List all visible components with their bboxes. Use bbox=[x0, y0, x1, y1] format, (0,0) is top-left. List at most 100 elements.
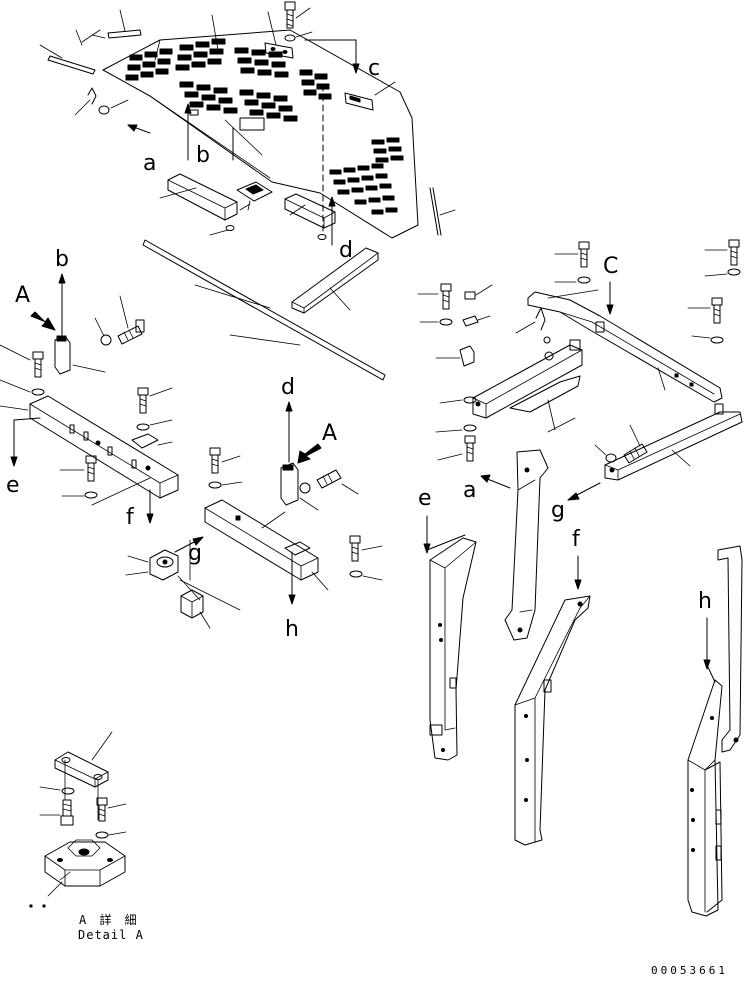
bolt-left-3 bbox=[59, 455, 97, 482]
bolt-b bbox=[117, 295, 145, 345]
view-label-b-top: b bbox=[196, 143, 210, 168]
grille-block-1 bbox=[125, 48, 173, 81]
washer-right-7 bbox=[605, 453, 617, 463]
center-pillar bbox=[504, 449, 549, 641]
bolt-right-5 bbox=[462, 284, 493, 327]
front-pillar-left bbox=[429, 537, 477, 761]
view-label-f-right: f bbox=[572, 527, 581, 552]
grille-block-4 bbox=[179, 81, 238, 114]
bolt-right-2 bbox=[704, 239, 740, 266]
washer-d bbox=[299, 482, 311, 494]
bolt-right-1 bbox=[554, 241, 590, 268]
rear-upright bbox=[717, 545, 743, 753]
view-label-b-left: b bbox=[55, 247, 69, 272]
bracket-d bbox=[280, 462, 299, 506]
view-label-g-left: g bbox=[188, 541, 202, 566]
small-bracket-1 bbox=[131, 433, 159, 449]
view-arrow-A-left bbox=[30, 311, 56, 331]
washer-left-2 bbox=[136, 423, 150, 431]
view-label-d-top: d bbox=[339, 238, 353, 263]
view-label-h-left: h bbox=[285, 617, 299, 642]
bolt-right-6 bbox=[437, 435, 476, 462]
detail-washer-1 bbox=[61, 787, 75, 795]
rear-frame-assembly: C bbox=[417, 239, 743, 917]
washer-b bbox=[100, 334, 112, 346]
bolt-right-7 bbox=[623, 424, 648, 464]
relay-box bbox=[180, 589, 204, 619]
middle-rear-rail bbox=[472, 344, 583, 419]
rear-cross-beam bbox=[204, 499, 319, 581]
washer-small-2 bbox=[317, 234, 327, 240]
front-cross-beam bbox=[29, 395, 179, 499]
clip-right bbox=[535, 307, 546, 331]
mount-plate bbox=[149, 549, 179, 581]
view-label-e-left: e bbox=[6, 473, 20, 498]
view-arrow-A-mid bbox=[297, 443, 322, 464]
view-label-c-top: c bbox=[368, 56, 380, 81]
lower-rear-rail bbox=[604, 411, 743, 481]
view-label-a-top: a bbox=[143, 151, 156, 176]
bolt-d bbox=[316, 469, 359, 495]
rear-pillar-2 bbox=[704, 761, 723, 913]
washer-left-1 bbox=[31, 388, 45, 396]
plate-latch bbox=[344, 92, 374, 111]
view-label-f-left: f bbox=[126, 505, 135, 530]
detail-bolt-1 bbox=[39, 799, 74, 826]
view-label-A-mid: A bbox=[322, 421, 337, 446]
floor-cover-assembly: a b c d bbox=[39, 1, 456, 381]
spacer-block-1 bbox=[167, 173, 238, 221]
grille-block-7 bbox=[371, 137, 404, 163]
bracket-right bbox=[459, 345, 475, 367]
bolt-left-2 bbox=[137, 387, 173, 414]
bolt-right-4 bbox=[417, 283, 452, 310]
front-pillar-right bbox=[514, 595, 591, 846]
front-frame-assembly: b A bbox=[0, 247, 383, 642]
washer-right-3 bbox=[710, 336, 724, 344]
view-label-h-right: h bbox=[698, 589, 712, 614]
view-label-g-right: g bbox=[551, 498, 565, 523]
detail-mount-base bbox=[44, 841, 126, 887]
washer-right-1 bbox=[577, 276, 591, 284]
floor-cover-plate bbox=[102, 29, 419, 239]
trim-bar bbox=[291, 247, 379, 314]
detail-a-caption-jp: A 詳 細 bbox=[79, 913, 140, 927]
washer-top bbox=[98, 105, 110, 115]
washer-right-2 bbox=[727, 268, 741, 276]
view-label-a-right: a bbox=[463, 478, 476, 503]
seal-strip-2 bbox=[107, 29, 142, 39]
view-label-d-mid: d bbox=[281, 375, 295, 400]
view-label-A-left: A bbox=[15, 283, 30, 308]
grille-block-3 bbox=[234, 47, 289, 78]
rear-pillar bbox=[687, 679, 723, 917]
cover-lid bbox=[236, 181, 273, 202]
view-label-C-right: C bbox=[603, 254, 618, 279]
drawing-number: 00053661 bbox=[651, 964, 728, 977]
washer-left-3 bbox=[84, 491, 98, 499]
detail-washer-2 bbox=[95, 831, 109, 839]
washer-left-4 bbox=[208, 481, 222, 489]
spacer-block-2 bbox=[284, 193, 336, 229]
grille-block-2 bbox=[175, 38, 226, 71]
washer-small-1 bbox=[225, 225, 235, 231]
detail-bolt-2 bbox=[96, 797, 127, 822]
top-rear-rail bbox=[527, 291, 723, 403]
detail-a-caption-en: Detail A bbox=[78, 928, 144, 942]
detail-bracket-plate bbox=[54, 751, 109, 788]
bolt-left-5 bbox=[349, 535, 383, 562]
seal-strip-long bbox=[142, 239, 386, 381]
bracket-b bbox=[54, 335, 71, 375]
bolt-right-3 bbox=[687, 297, 723, 324]
bolt-top bbox=[284, 1, 313, 42]
seal-strip-top bbox=[47, 55, 96, 75]
washer-right-4 bbox=[439, 318, 453, 326]
bolt-left-1 bbox=[0, 344, 44, 378]
washer-right-5 bbox=[463, 396, 477, 404]
washer-left-5 bbox=[349, 570, 363, 578]
grille-block-5 bbox=[239, 89, 298, 122]
washer-right-6 bbox=[463, 424, 477, 432]
grille-block-8 bbox=[329, 163, 398, 215]
grille-block-6 bbox=[299, 69, 332, 100]
clip bbox=[87, 87, 97, 105]
view-label-e-right: e bbox=[418, 486, 432, 511]
